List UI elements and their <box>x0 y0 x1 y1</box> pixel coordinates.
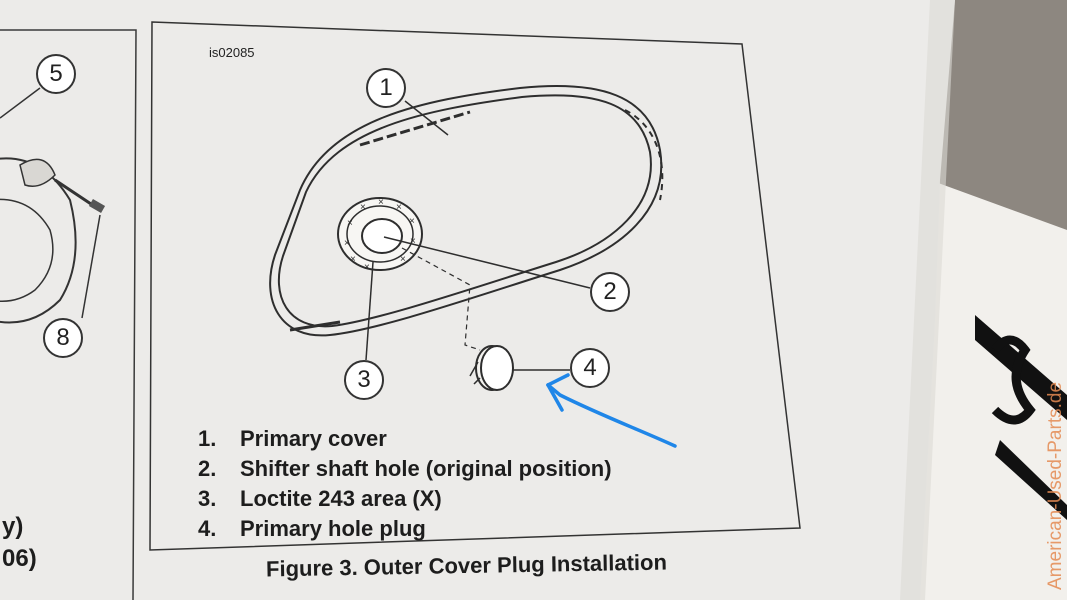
svg-text:×: × <box>396 202 402 213</box>
svg-text:×: × <box>364 262 370 273</box>
svg-text:×: × <box>409 216 415 227</box>
legend-item: 3.Loctite 243 area (X) <box>198 486 442 511</box>
watermark: American-Used-Parts.de <box>1045 381 1066 590</box>
svg-text:×: × <box>400 254 406 265</box>
callout-5: 5 <box>36 54 76 94</box>
left-text-fragment-1: y) <box>2 513 24 540</box>
primary-cover-outline <box>269 85 664 337</box>
svg-text:×: × <box>344 238 350 249</box>
svg-text:×: × <box>410 236 416 247</box>
left-text-fragment-2: 06) <box>2 545 37 572</box>
figure-legend: 1.Primary cover 2.Shifter shaft hole (or… <box>198 424 612 544</box>
callout-2: 2 <box>590 272 630 312</box>
shifter-shaft-hole <box>361 218 403 254</box>
left-figure-frame <box>0 29 137 600</box>
figure-frame <box>149 21 801 551</box>
svg-text:×: × <box>350 254 356 265</box>
svg-text:×: × <box>347 218 353 229</box>
callout-3: 3 <box>344 360 384 400</box>
blue-arrow-annotation <box>546 373 677 448</box>
left-figure-drawing <box>0 87 106 324</box>
figure-id-label: is02085 <box>209 45 255 60</box>
callout-1: 1 <box>366 68 406 108</box>
legend-item: 1.Primary cover <box>198 426 387 451</box>
legend-item: 2.Shifter shaft hole (original position) <box>198 456 612 481</box>
callout-4: 4 <box>570 348 610 388</box>
callout-8: 8 <box>43 318 83 358</box>
primary-hole-plug <box>469 345 514 391</box>
svg-text:×: × <box>378 197 384 208</box>
svg-text:×: × <box>360 202 366 213</box>
legend-item: 4.Primary hole plug <box>198 516 426 541</box>
